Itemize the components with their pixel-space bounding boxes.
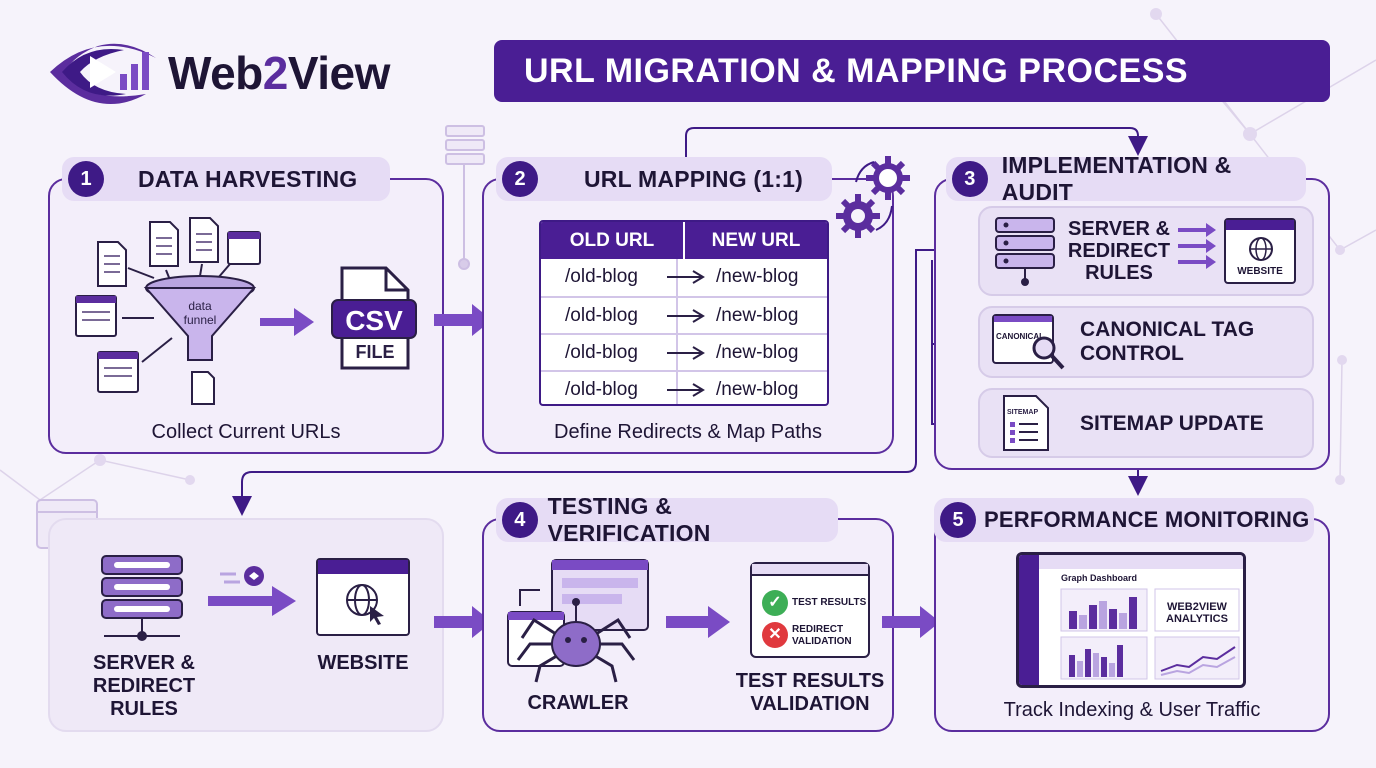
url-mapping-table: OLD URL NEW URL /old-blog /new-blog /old…: [539, 220, 829, 406]
old-url-cell: /old-blog: [541, 259, 678, 296]
arrow-right-icon: [666, 606, 730, 638]
step-number: 2: [502, 161, 538, 197]
brand-name: Web2View: [168, 47, 390, 99]
old-url-cell: /old-blog: [541, 335, 678, 370]
server-icon: [995, 217, 1055, 286]
arrow-right-icon: [434, 304, 492, 336]
website-icon-label: WEBSITE: [1237, 266, 1283, 277]
new-url-cell: /new-blog: [716, 305, 799, 326]
cross-icon: ✕: [762, 622, 788, 648]
step-2-header: 2 URL MAPPING (1:1): [496, 157, 832, 201]
sitemap-label: SITEMAP UPDATE: [1080, 412, 1264, 435]
gears-icon: [836, 156, 910, 238]
new-url-cell: /new-blog: [716, 266, 799, 287]
table-row: /old-blog /new-blog: [541, 259, 827, 296]
decor-server-icon: [445, 125, 485, 270]
funnel-label-2: funnel: [184, 313, 217, 327]
step-number: 5: [940, 502, 976, 538]
sitemap-icon-label: SITEMAP: [1007, 409, 1038, 416]
step-title: TESTING & VERIFICATION: [547, 493, 711, 546]
step-number: 4: [502, 502, 538, 538]
col-old-url: OLD URL: [541, 222, 685, 259]
step-1-header: 1 DATA HARVESTING: [62, 157, 390, 201]
arrow-right-icon: [882, 606, 940, 638]
header-banner: URL MIGRATION & MAPPING PROCESS: [494, 40, 1330, 102]
website-window-icon: [316, 558, 410, 636]
sitemap-doc-icon: SITEMAP: [1003, 395, 1049, 451]
dashboard-title: Graph Dashboard: [1061, 573, 1138, 583]
globe-cursor-icon: [346, 584, 384, 625]
mapping-arrow-icon: [667, 383, 705, 397]
check-icon: ✓: [762, 590, 788, 616]
step-number: 1: [68, 161, 104, 197]
triple-arrow-icon: [1178, 223, 1216, 269]
csv-label: CSV: [345, 305, 403, 336]
mapping-arrow-icon: [667, 270, 705, 284]
mapping-arrow-icon: [667, 346, 705, 360]
page-title: URL MIGRATION & MAPPING PROCESS: [524, 52, 1189, 90]
step-title: URL MAPPING (1:1): [584, 165, 803, 192]
new-url-cell: /new-blog: [716, 379, 799, 400]
csv-file-label: FILE: [356, 342, 395, 362]
redirect-arrow-icon: [208, 566, 296, 616]
canonical-icon-label: CANONICAL: [996, 332, 1044, 341]
crawler-spider-icon: [507, 559, 649, 683]
brand-logo: Web2View: [46, 32, 426, 110]
test-ok-label: TEST RESULTS: [792, 597, 867, 608]
step-5-header: 5 PERFORMANCE MONITORING: [934, 498, 1314, 542]
dashboard-charts: [1060, 588, 1240, 680]
eye-play-logo-icon: [50, 43, 156, 105]
step-2-caption: Define Redirects & Map Paths: [554, 421, 822, 443]
step-1-caption: Collect Current URLs: [151, 421, 341, 443]
step-5-caption: Track Indexing & User Traffic: [1003, 699, 1261, 721]
website-window-icon: WEBSITE: [1224, 218, 1296, 284]
magnifier-icon: [1032, 336, 1065, 370]
step-title: PERFORMANCE MONITORING: [984, 507, 1310, 532]
step-title: IMPLEMENTATION & AUDIT: [1001, 152, 1232, 205]
arrow-right-icon: [434, 606, 492, 638]
mapping-arrow-icon: [667, 309, 705, 323]
crawler-label: CRAWLER: [527, 692, 629, 714]
col-new-url: NEW URL: [711, 230, 801, 251]
old-url-cell: /old-blog: [541, 372, 678, 404]
step-number: 3: [952, 161, 988, 197]
step-title: DATA HARVESTING: [138, 165, 358, 192]
step-3-header: 3 IMPLEMENTATION & AUDIT: [946, 152, 1306, 205]
table-row: /old-blog /new-blog: [541, 370, 827, 404]
funnel-label-1: data: [188, 299, 212, 313]
step-4-header: 4 TESTING & VERIFICATION: [496, 493, 838, 546]
table-row: /old-blog /new-blog: [541, 296, 827, 333]
old-url-cell: /old-blog: [541, 298, 678, 333]
new-url-cell: /new-blog: [716, 342, 799, 363]
deploy-website-label: WEBSITE: [317, 652, 409, 674]
table-row: /old-blog /new-blog: [541, 333, 827, 370]
table-header: OLD URL NEW URL: [541, 222, 827, 259]
funnel-diagram: data funnel CSV FILE: [75, 217, 417, 405]
server-icon: [101, 555, 183, 641]
globe-icon: [1249, 237, 1273, 261]
